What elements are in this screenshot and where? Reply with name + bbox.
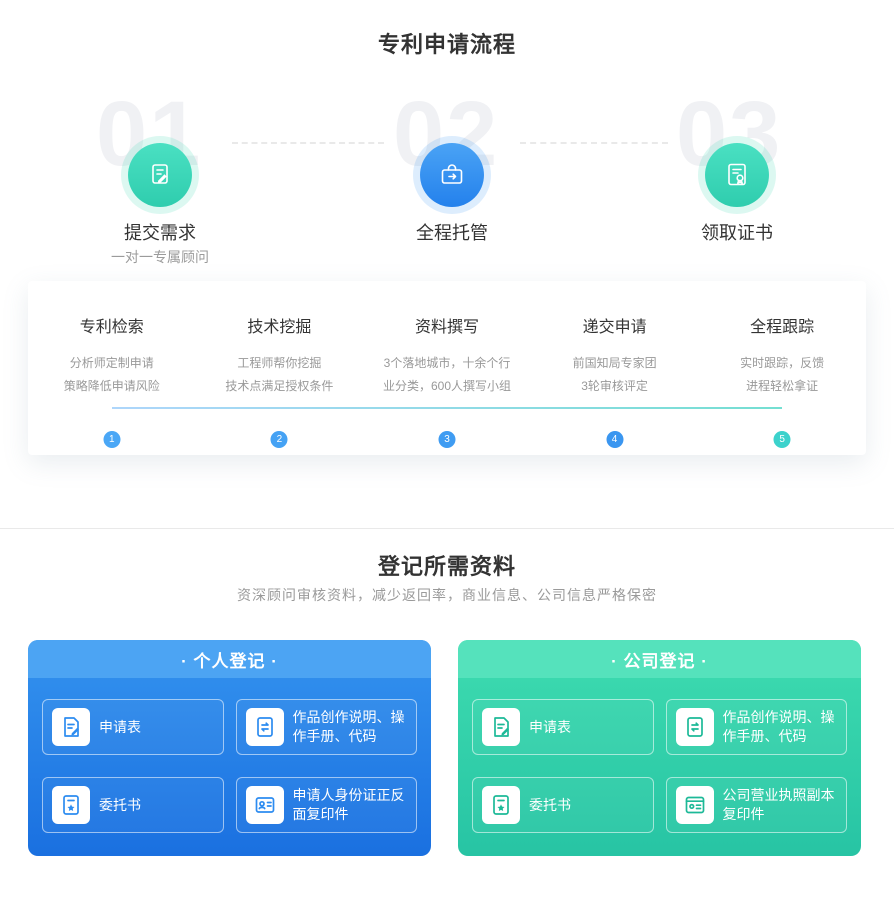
edit-document-icon xyxy=(145,160,175,190)
list-item-label: 申请表 xyxy=(529,718,571,735)
section-divider xyxy=(0,528,894,529)
stage-desc-line: 进程轻松拿证 xyxy=(746,379,819,393)
list-item-business-license-copy: 公司营业执照副本复印件 xyxy=(665,777,847,833)
list-item-work-description: 作品创作说明、操作手册、代码 xyxy=(235,699,417,755)
stage-title: 递交申请 xyxy=(582,319,647,336)
process-stages-card: 专利检索 分析师定制申请 策略降低申请风险 1 技术挖掘 工程师帮你挖掘 技术点… xyxy=(28,281,866,455)
list-item-application-form: 申请表 xyxy=(42,699,224,755)
list-item-label: 委托书 xyxy=(99,796,141,813)
stage-desc-line: 3轮审核评定 xyxy=(581,379,648,393)
stage-title: 专利检索 xyxy=(79,319,144,336)
step-label-submit: 提交需求 xyxy=(124,223,196,243)
stage-number-dot: 4 xyxy=(606,431,624,448)
step-label-certificate: 领取证书 xyxy=(701,223,773,243)
stage-desc-line: 策略降低申请风险 xyxy=(63,379,160,393)
id-card-icon xyxy=(245,786,284,824)
list-item-label: 委托书 xyxy=(529,796,571,813)
materials-section-subtitle: 资深顾问审核资料，减少返回率，商业信息、公司信息严格保密 xyxy=(237,587,657,603)
stage-column-writing: 资料撰写 3个落地城市，十余个行 业分类，600人撰写小组 3 xyxy=(363,313,531,455)
certificate-icon xyxy=(722,160,752,190)
manual-icon xyxy=(245,708,284,746)
step-subtitle-consultant: 一对一专属顾问 xyxy=(111,249,209,265)
stage-desc-line: 3个落地城市，十余个行 xyxy=(383,356,511,370)
process-section-title: 专利申请流程 xyxy=(377,32,516,57)
authorization-icon xyxy=(482,786,520,824)
step-circle-hosting xyxy=(420,143,484,207)
personal-registration-grid: 申请表 作品创作说明、操作手册、代码 委托书 xyxy=(28,678,431,833)
company-registration-card: · 公司登记 · 申请表 作品创作说明、操作手册 xyxy=(458,640,861,856)
stage-desc-line: 实时跟踪，反馈 xyxy=(740,356,825,370)
stage-description: 分析师定制申请 策略降低申请风险 xyxy=(28,352,196,398)
stage-description: 工程师帮你挖掘 技术点满足授权条件 xyxy=(196,352,364,398)
stage-desc-line: 分析师定制申请 xyxy=(69,356,154,370)
stage-desc-line: 工程师帮你挖掘 xyxy=(237,356,322,370)
stage-number-dot: 3 xyxy=(438,431,456,448)
stage-title: 全程跟踪 xyxy=(750,319,815,336)
list-item-power-of-attorney: 委托书 xyxy=(472,777,654,833)
authorization-icon xyxy=(52,786,90,824)
step-circle-submit xyxy=(128,143,192,207)
stage-column-mining: 技术挖掘 工程师帮你挖掘 技术点满足授权条件 2 xyxy=(196,313,364,455)
stage-description: 3个落地城市，十余个行 业分类，600人撰写小组 xyxy=(363,352,531,398)
stage-title: 技术挖掘 xyxy=(247,319,312,336)
stage-desc-line: 前国知局专家团 xyxy=(572,356,657,370)
list-item-label: 作品创作说明、操作手册、代码 xyxy=(722,709,835,744)
list-item-label: 申请表 xyxy=(99,718,141,735)
stage-desc-line: 业分类，600人撰写小组 xyxy=(382,379,511,393)
list-item-id-card-copy: 申请人身份证正反面复印件 xyxy=(235,777,417,833)
stage-number-dot: 1 xyxy=(103,431,121,448)
list-item-label: 公司营业执照副本复印件 xyxy=(722,787,835,822)
step-circle-certificate xyxy=(705,143,769,207)
stage-description: 实时跟踪，反馈 进程轻松拿证 xyxy=(698,352,866,398)
list-item-label: 申请人身份证正反面复印件 xyxy=(292,787,405,822)
personal-registration-title: · 个人登记 · xyxy=(28,640,431,678)
stage-number-dot: 5 xyxy=(773,431,791,448)
list-item-power-of-attorney: 委托书 xyxy=(42,777,224,833)
briefcase-icon xyxy=(437,160,467,190)
timeline-line xyxy=(112,407,782,409)
stage-description: 前国知局专家团 3轮审核评定 xyxy=(531,352,699,398)
step-connector-dashed-line xyxy=(232,142,384,144)
stage-title: 资料撰写 xyxy=(414,319,479,336)
form-icon xyxy=(482,708,520,746)
list-item-work-description: 作品创作说明、操作手册、代码 xyxy=(665,699,847,755)
stage-column-filing: 递交申请 前国知局专家团 3轮审核评定 4 xyxy=(531,313,699,455)
stage-column-search: 专利检索 分析师定制申请 策略降低申请风险 1 xyxy=(28,313,196,455)
stage-number-dot: 2 xyxy=(270,431,288,448)
license-icon xyxy=(675,786,714,824)
list-item-application-form: 申请表 xyxy=(472,699,654,755)
stage-column-tracking: 全程跟踪 实时跟踪，反馈 进程轻松拿证 5 xyxy=(698,313,866,455)
company-registration-grid: 申请表 作品创作说明、操作手册、代码 委托书 xyxy=(458,678,861,833)
personal-registration-card: · 个人登记 · 申请表 作品创作说明、操作手册 xyxy=(28,640,431,856)
materials-section-title: 登记所需资料 xyxy=(377,554,516,579)
manual-icon xyxy=(675,708,714,746)
step-connector-dashed-line xyxy=(520,142,668,144)
stage-desc-line: 技术点满足授权条件 xyxy=(225,379,334,393)
list-item-label: 作品创作说明、操作手册、代码 xyxy=(292,709,405,744)
step-label-hosting: 全程托管 xyxy=(416,223,488,243)
form-icon xyxy=(52,708,90,746)
company-registration-title: · 公司登记 · xyxy=(458,640,861,678)
